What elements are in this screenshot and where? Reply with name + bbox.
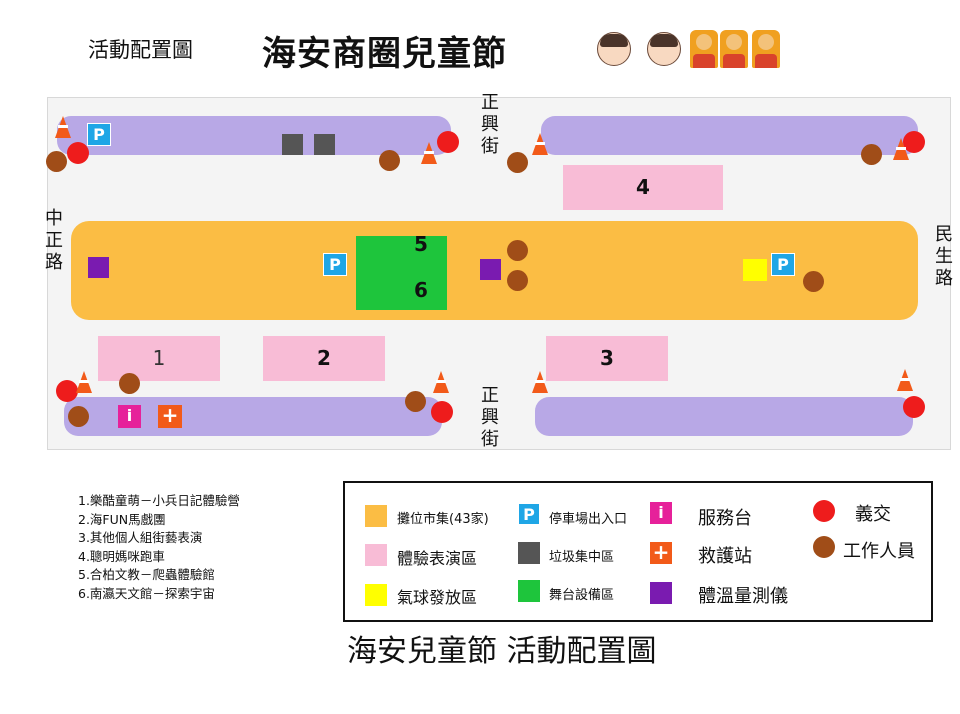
boy-face-icon — [647, 32, 681, 66]
family-icon — [720, 30, 748, 68]
legend-volunteer-label: 義交 — [855, 504, 891, 525]
traffic-cone-icon — [893, 138, 909, 160]
legend-performance-label: 體驗表演區 — [397, 549, 478, 568]
zone-4-label: 4 — [636, 175, 650, 199]
legend-thermometer-label: 體溫量測儀 — [698, 586, 788, 607]
parking-icon: P — [518, 503, 540, 525]
staff-marker — [861, 144, 882, 165]
parking-icon: P — [771, 253, 795, 276]
zone-2-label: 2 — [317, 346, 331, 370]
top-left-strip — [57, 116, 451, 155]
thermometer-station — [480, 259, 501, 280]
traffic-cone-icon — [421, 142, 437, 164]
traffic-cone-icon — [897, 369, 913, 391]
first-aid-icon: + — [650, 542, 672, 564]
family-icon — [690, 30, 718, 68]
zone-6-label: 6 — [414, 278, 428, 302]
parking-icon: P — [87, 123, 111, 146]
traffic-cone-icon — [532, 371, 548, 393]
traffic-cone-icon — [433, 371, 449, 393]
list-item: 2.海FUN馬戲團 — [78, 511, 166, 527]
traffic-cone-icon — [532, 133, 548, 155]
zone-3-label: 3 — [600, 346, 614, 370]
top-right-strip — [541, 116, 918, 155]
zone-1: 1 — [98, 336, 220, 381]
info-desk-icon: i — [118, 405, 141, 428]
list-item: 6.南瀛天文館－探索宇宙 — [78, 585, 215, 601]
info-desk-icon: i — [650, 502, 672, 524]
volunteer-marker — [67, 142, 89, 164]
list-item: 1.樂酷童萌－小兵日記體驗營 — [78, 493, 240, 508]
street-left-label: 中正路 — [45, 208, 63, 273]
footer-title: 海安兒童節 活動配置圖 — [347, 634, 657, 669]
legend-balloon-label: 氣球發放區 — [397, 588, 478, 607]
legend-staff-label: 工作人員 — [843, 541, 915, 562]
bottom-right-strip — [535, 397, 913, 436]
family-icon — [752, 30, 780, 68]
staff-marker — [507, 152, 528, 173]
staff-marker — [46, 151, 67, 172]
staff-marker — [507, 240, 528, 261]
header-small-title: 活動配置圖 — [88, 38, 193, 62]
volunteer-marker — [903, 396, 925, 418]
street-bottom-label: 正興街 — [481, 385, 499, 450]
staff-marker — [119, 373, 140, 394]
legend-rescue-label: 救護站 — [698, 546, 752, 567]
staff-marker — [68, 406, 89, 427]
volunteer-marker — [56, 380, 78, 402]
list-item: 5.合柏文教－爬蟲體驗館 — [78, 567, 215, 582]
girl-face-icon — [597, 32, 631, 66]
legend-parking-label: 停車場出入口 — [549, 512, 628, 527]
balloon-area — [743, 259, 767, 281]
legend-staff-dot — [813, 536, 835, 558]
legend-volunteer-dot — [813, 500, 835, 522]
staff-marker — [405, 391, 426, 412]
zone-3: 3 — [546, 336, 668, 381]
legend-service-label: 服務台 — [698, 508, 752, 529]
staff-marker — [803, 271, 824, 292]
legend-stage-swatch — [518, 580, 540, 602]
garbage-area — [282, 134, 303, 155]
zone-5-label: 5 — [414, 232, 428, 256]
legend-box: 攤位市集(43家) P 停車場出入口 i 服務台 義交 體驗表演區 垃圾集中區 … — [343, 481, 933, 622]
street-right-label: 民生路 — [935, 224, 953, 289]
legend-stage-label: 舞台設備區 — [549, 588, 615, 603]
legend-thermometer-swatch — [650, 582, 672, 604]
header-main-title: 海安商圈兒童節 — [262, 34, 507, 74]
activity-list: 1.樂酷童萌－小兵日記體驗營 2.海FUN馬戲團 3.其他個人組街藝表演 4.聰… — [78, 492, 240, 603]
legend-balloon-swatch — [365, 584, 387, 606]
traffic-cone-icon — [55, 116, 71, 138]
legend-performance-swatch — [365, 544, 387, 566]
staff-marker — [507, 270, 528, 291]
zone-2: 2 — [263, 336, 385, 381]
legend-garbage-swatch — [518, 542, 540, 564]
zone-4: 4 — [563, 165, 723, 210]
parking-icon: P — [323, 253, 347, 276]
thermometer-station — [88, 257, 109, 278]
zone-1-label: 1 — [152, 346, 166, 370]
staff-marker — [379, 150, 400, 171]
garbage-area — [314, 134, 335, 155]
traffic-cone-icon — [76, 371, 92, 393]
list-item: 3.其他個人組街藝表演 — [78, 530, 203, 545]
street-top-label: 正興街 — [481, 92, 499, 157]
volunteer-marker — [437, 131, 459, 153]
volunteer-marker — [431, 401, 453, 423]
first-aid-icon: + — [158, 405, 182, 428]
legend-market-label: 攤位市集(43家) — [397, 512, 489, 527]
legend-garbage-label: 垃圾集中區 — [549, 550, 615, 565]
stage-zone — [356, 236, 447, 310]
list-item: 4.聰明媽咪跑車 — [78, 548, 165, 564]
legend-market-swatch — [365, 505, 387, 527]
